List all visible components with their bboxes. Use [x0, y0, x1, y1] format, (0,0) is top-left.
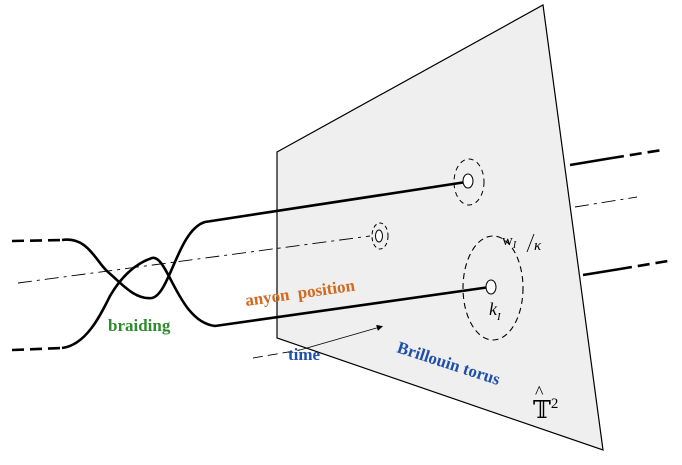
brillouin-plane: [276, 4, 604, 451]
winding-sub: I: [512, 240, 517, 251]
worldline-right-upper: [569, 156, 613, 167]
worldline-right-upper-ext: [611, 148, 663, 160]
puncture-middle: [375, 229, 383, 243]
label-time: time: [288, 345, 321, 364]
worldline-lower-ext: [11, 346, 63, 352]
puncture-upper-loop: [453, 158, 485, 206]
torus-letter: 𝕋: [533, 398, 551, 424]
worldline-upper-ext: [11, 238, 63, 243]
worldline-lower: [61, 256, 491, 350]
label-momentum: kI: [489, 299, 502, 323]
puncture-upper: [462, 173, 474, 189]
momentum-k: k: [489, 299, 498, 319]
winding-slash: [526, 233, 535, 253]
worldline-upper: [61, 180, 467, 300]
puncture-lower: [485, 279, 497, 295]
torus-symbol-hat: ^: [535, 382, 544, 402]
worldline-right-lower: [582, 267, 621, 277]
axis-line-right: [574, 196, 638, 208]
torus-power: 2: [551, 396, 559, 412]
momentum-sub: I: [496, 311, 502, 323]
axis-line-left: [17, 235, 371, 284]
winding-w: w: [502, 233, 513, 249]
puncture-middle-loop: [371, 222, 389, 250]
time-arrow: [299, 324, 384, 351]
time-axis-dashed: [252, 349, 301, 359]
torus-symbol: 𝕋2: [533, 396, 558, 424]
label-braiding: braiding: [108, 316, 171, 335]
winding-loop: [462, 235, 524, 341]
label-winding: wI: [502, 233, 517, 251]
winding-kappa: κ: [534, 238, 542, 254]
worldline-right-lower-ext: [619, 259, 669, 271]
